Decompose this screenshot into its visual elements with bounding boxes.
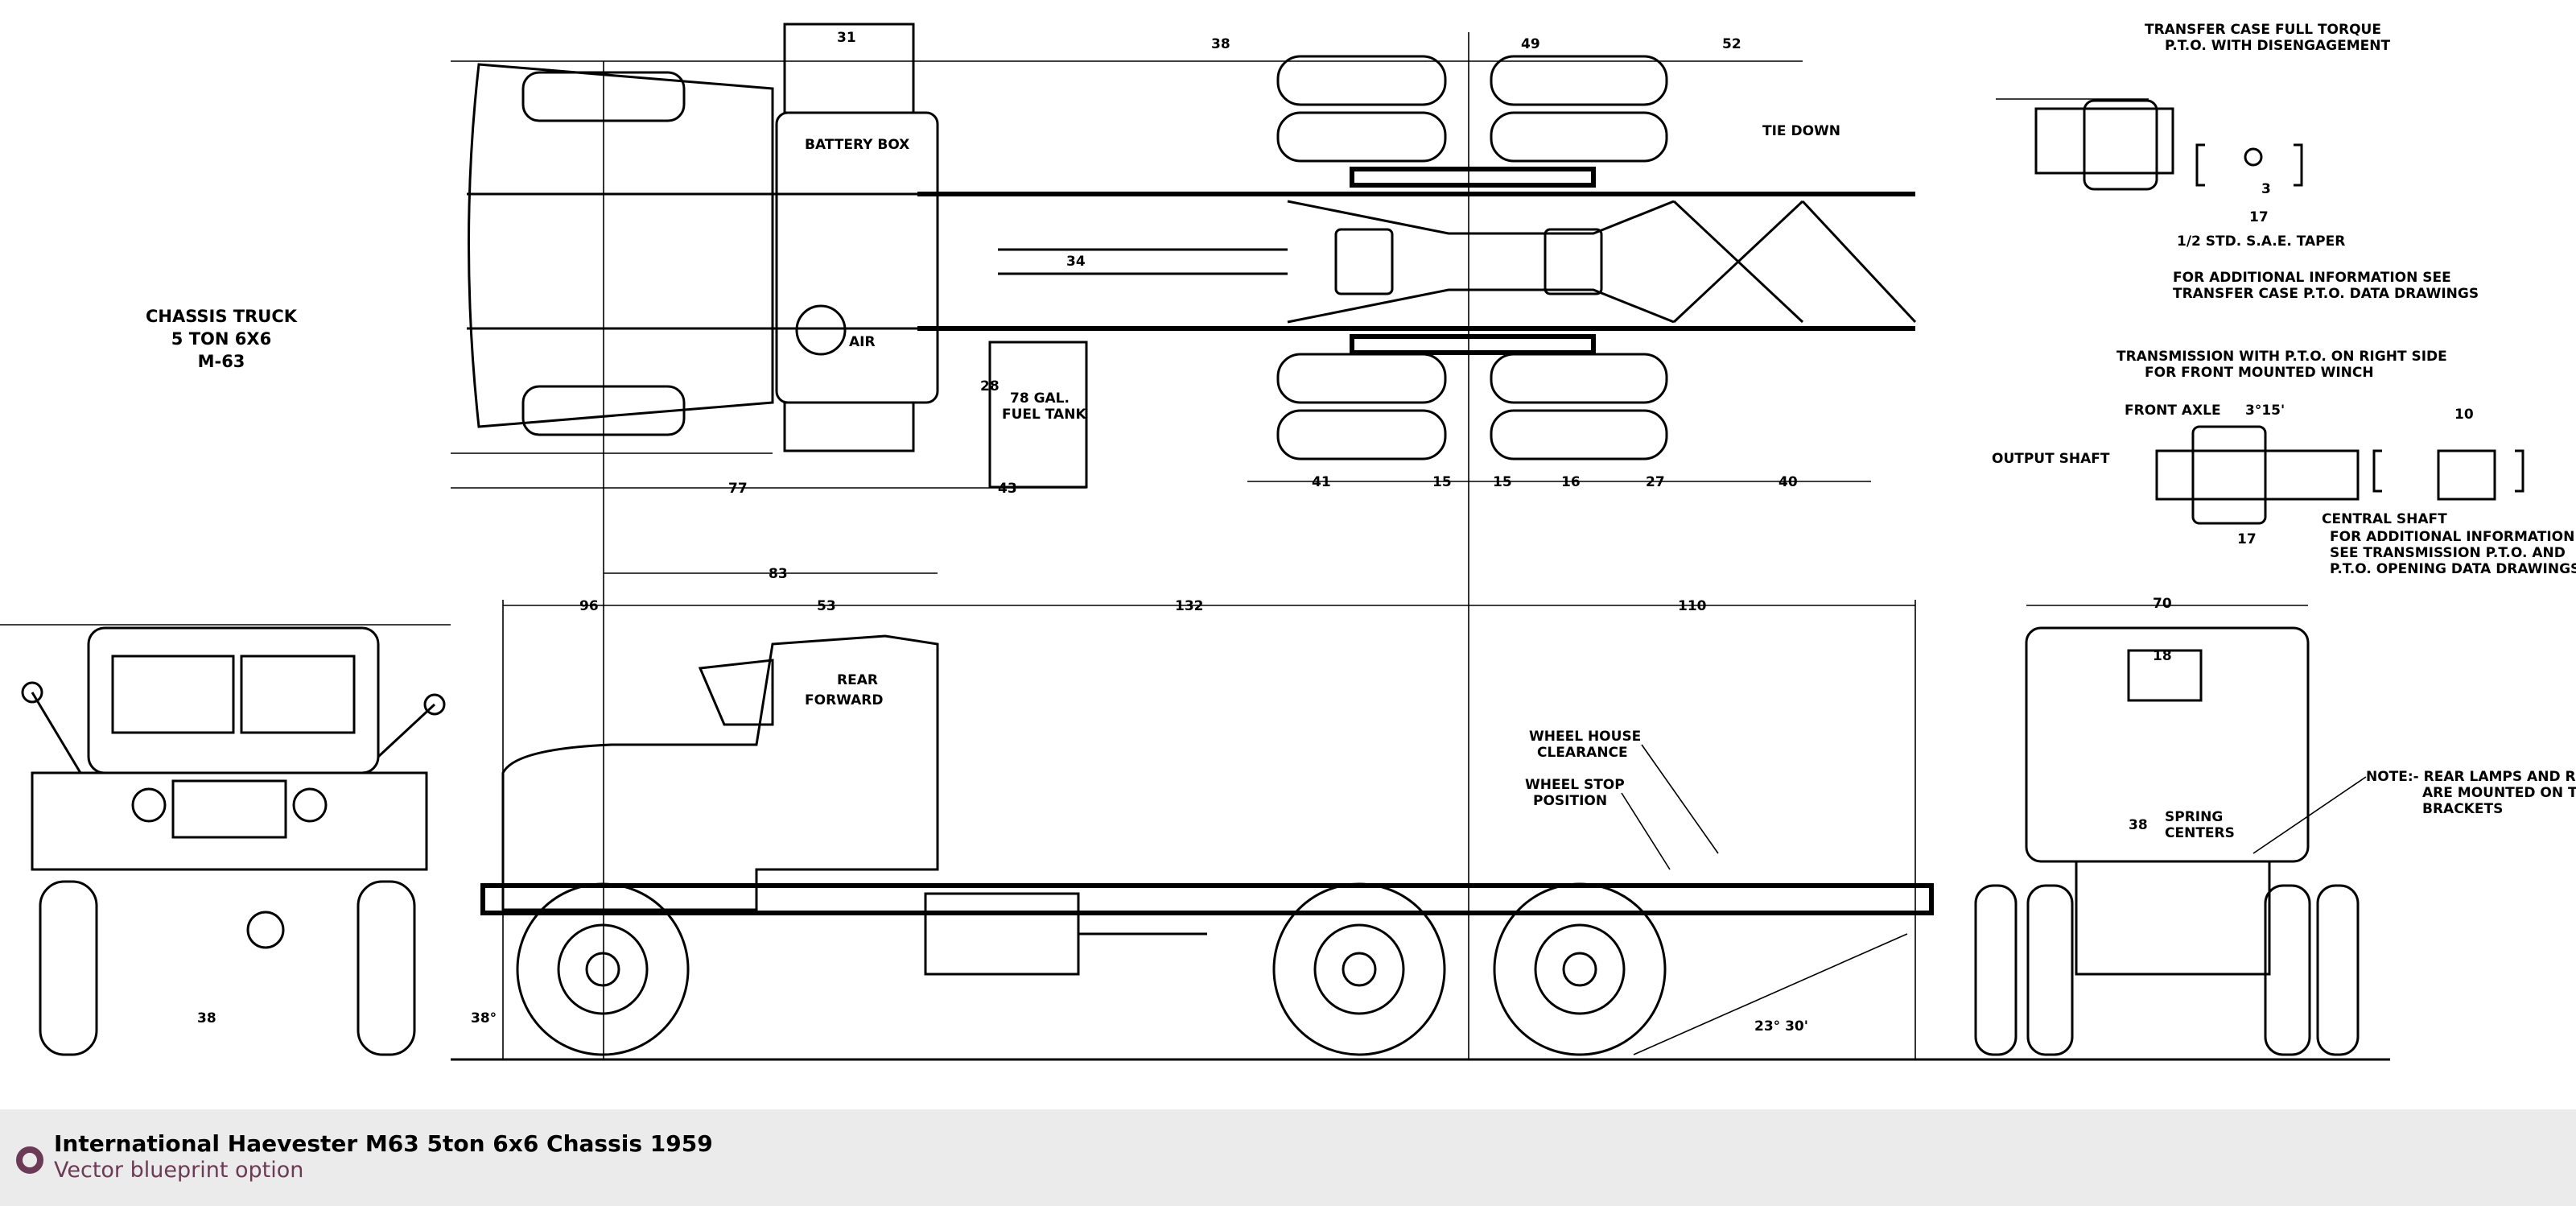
pto-note: TRANSFER CASE P.T.O. DATA DRAWINGS — [2173, 286, 2479, 302]
dim: 49 — [1521, 36, 1540, 52]
wheel-stop-label: POSITION — [1533, 793, 1607, 809]
spring-dim: 38 — [2129, 817, 2148, 833]
pto-title: TRANSMISSION WITH P.T.O. ON RIGHT SIDE — [2116, 349, 2447, 365]
dim: 53 — [817, 598, 836, 614]
pto-dim: 10 — [2454, 407, 2474, 423]
dim: 83 — [769, 566, 788, 582]
rear-view: 70 18 38 SPRING CENTERS NOTE:- REAR LAMP… — [1974, 596, 2576, 1056]
dim: 28 — [980, 378, 999, 394]
top-dimensions: 31 38 49 52 77 43 41 15 15 16 27 40 34 2… — [451, 30, 1871, 497]
blueprint-drawing: CHASSIS TRUCK 5 TON 6X6 M-63 — [0, 22, 2576, 1061]
dim: 132 — [1175, 598, 1204, 614]
caption-subtitle[interactable]: Vector blueprint option — [54, 1158, 304, 1183]
spring-label: SPRING — [2165, 809, 2223, 825]
dim: 31 — [837, 30, 856, 46]
caption-title: International Haevester M63 5ton 6x6 Cha… — [54, 1130, 713, 1157]
chassis-label: CHASSIS TRUCK 5 TON 6X6 M-63 — [146, 307, 298, 371]
dim: 16 — [1561, 474, 1581, 490]
rear-top-dim: 18 — [2153, 648, 2172, 664]
dim: 15 — [1432, 474, 1452, 490]
chassis-label-line3: M-63 — [198, 352, 245, 371]
pto-dim: 17 — [2249, 209, 2269, 225]
seat-label: REAR — [837, 672, 878, 688]
pto-dim: 17 — [2237, 531, 2257, 547]
dim: 43 — [998, 481, 1017, 497]
wheel-house-label: CLEARANCE — [1537, 745, 1628, 761]
air-tank-label: AIR — [849, 334, 876, 350]
side-wheels — [516, 882, 1667, 1056]
front-dim: 38 — [197, 1010, 216, 1026]
chassis-label-line2: 5 TON 6X6 — [171, 329, 271, 349]
wheel-house-label: WHEEL HOUSE — [1529, 729, 1641, 745]
pto-note: FOR ADDITIONAL INFORMATION — [2330, 529, 2574, 545]
dim: 41 — [1312, 474, 1331, 490]
dim: 96 — [579, 598, 599, 614]
dim: 40 — [1778, 474, 1798, 490]
pto-title: P.T.O. WITH DISENGAGEMENT — [2165, 38, 2390, 54]
pto-note: P.T.O. OPENING DATA DRAWINGS — [2330, 561, 2576, 577]
wheel-stop-label: WHEEL STOP — [1525, 777, 1625, 793]
rear-note: ARE MOUNTED ON T — [2422, 785, 2576, 801]
seat-label: FORWARD — [805, 692, 884, 708]
front-view: 38 — [0, 624, 451, 1056]
top-tires — [1276, 55, 1668, 461]
dim: 38 — [1211, 36, 1230, 52]
pto-title: TRANSFER CASE FULL TORQUE — [2145, 22, 2381, 38]
pto-dim: OUTPUT SHAFT — [1992, 451, 2110, 467]
side-view: 83 96 53 132 110 REAR FORWARD 23° 30' 38… — [451, 566, 2390, 1061]
dim: 77 — [728, 481, 748, 497]
front-angle-label: 38° — [471, 1010, 497, 1026]
chassis-label-line1: CHASSIS TRUCK — [146, 307, 298, 326]
pto-details: TRANSFER CASE FULL TORQUE P.T.O. WITH DI… — [1992, 22, 2576, 577]
dim: 110 — [1678, 598, 1707, 614]
pto-dim: FRONT AXLE — [2125, 403, 2221, 419]
fuel-tank-label-2: FUEL TANK — [1002, 407, 1086, 423]
rear-width: 70 — [2153, 596, 2172, 612]
spring-label: CENTERS — [2165, 825, 2235, 841]
circle-icon — [16, 1146, 43, 1174]
dim: 34 — [1066, 254, 1086, 270]
pto-note: FOR ADDITIONAL INFORMATION SEE — [2173, 270, 2451, 286]
rear-note: NOTE:- REAR LAMPS AND R — [2366, 769, 2576, 785]
fuel-tank-label-1: 78 GAL. — [1010, 390, 1070, 407]
pto-note: SEE TRANSMISSION P.T.O. AND — [2330, 545, 2566, 561]
top-view: 78 GAL. FUEL TANK TIE DOWN BATTERY BOX A… — [451, 23, 1917, 1059]
pto-dim: 3°15' — [2245, 403, 2285, 419]
pto-dim: CENTRAL SHAFT — [2322, 511, 2447, 527]
pto-title: FOR FRONT MOUNTED WINCH — [2145, 365, 2374, 381]
dim: 52 — [1722, 36, 1741, 52]
pto-dim: 3 — [2261, 181, 2271, 197]
rear-note: BRACKETS — [2422, 801, 2503, 817]
caption-bar: International Haevester M63 5ton 6x6 Cha… — [0, 1109, 2576, 1206]
rear-angle-label: 23° 30' — [1754, 1018, 1808, 1035]
dim: 15 — [1493, 474, 1512, 490]
tie-down-label: TIE DOWN — [1762, 123, 1840, 139]
battery-box-label: BATTERY BOX — [805, 137, 909, 153]
dim: 27 — [1646, 474, 1665, 490]
pto-dim: 1/2 STD. S.A.E. TAPER — [2177, 233, 2345, 250]
